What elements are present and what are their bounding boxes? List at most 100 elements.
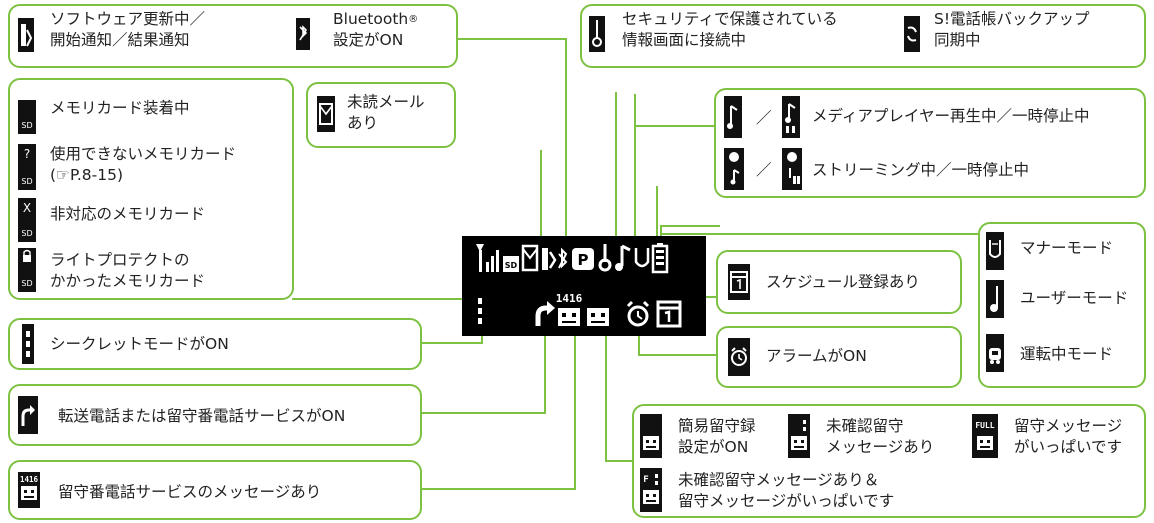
connector-line bbox=[605, 460, 635, 462]
svg-text:1416: 1416 bbox=[556, 292, 583, 305]
antenna-icon bbox=[476, 244, 484, 272]
svg-text:P: P bbox=[578, 251, 589, 269]
callout-forwarding bbox=[8, 384, 422, 446]
lock-key-icon bbox=[589, 16, 605, 52]
memory-card-unusable-label: 使用できないメモリカード (☞P.8-15) bbox=[50, 145, 237, 184]
callout-schedule bbox=[716, 250, 962, 314]
bluetooth-label-b: 設定がON bbox=[333, 31, 404, 49]
security-label: セキュリティで保護されている 情報画面に接続中 bbox=[622, 10, 838, 49]
connector-line bbox=[544, 330, 546, 414]
alarm-status-icon bbox=[626, 300, 650, 327]
simple-answer-icon bbox=[640, 414, 662, 458]
callout-software-bluetooth bbox=[8, 4, 458, 68]
alarm-clock-icon bbox=[728, 338, 750, 376]
svg-text:X: X bbox=[23, 201, 31, 215]
software-update-label: ソフトウェア更新中／ 開始通知／結果通知 bbox=[50, 10, 206, 49]
call-forward-icon bbox=[18, 396, 38, 434]
sd-text: SD bbox=[21, 121, 32, 130]
memory-card-protected-label: ライトプロテクトの かかったメモリカード bbox=[50, 251, 206, 290]
forward-status-icon bbox=[535, 301, 555, 326]
connector-line bbox=[292, 298, 518, 300]
p-status-icon: P bbox=[572, 248, 594, 270]
unconfirmed-msg-label: 未確認留守 メッセージあり bbox=[826, 417, 935, 456]
connector-line bbox=[420, 488, 576, 490]
answering-status-icon bbox=[587, 308, 609, 326]
bluetooth-icon bbox=[296, 18, 310, 50]
connector-line bbox=[660, 233, 980, 235]
connector-line bbox=[456, 38, 566, 40]
bluetooth-registered-mark: ® bbox=[408, 14, 419, 25]
voicemail-status-icon: 1416 bbox=[556, 292, 583, 326]
calendar-status-icon bbox=[656, 300, 682, 328]
svg-text:F: F bbox=[643, 475, 648, 485]
media-player-label: メディアプレイヤー再生中／一時停止中 bbox=[812, 107, 1090, 125]
memory-card-inserted-label: メモリカード装着中 bbox=[50, 99, 190, 117]
streaming-slash: ／ bbox=[756, 161, 772, 179]
callout-secret-mode bbox=[8, 318, 422, 370]
manner-mode-label: マナーモード bbox=[1020, 239, 1114, 257]
software-update-icon bbox=[18, 18, 34, 52]
mail-status-icon bbox=[521, 244, 539, 272]
svg-text:SD: SD bbox=[21, 229, 32, 238]
battery-icon bbox=[651, 243, 669, 274]
connector-line bbox=[605, 330, 607, 462]
streaming-pause-icon bbox=[782, 148, 802, 190]
media-play-icon bbox=[724, 96, 742, 138]
callout-alarm bbox=[716, 326, 962, 388]
streaming-play-icon bbox=[724, 148, 744, 190]
sd-status-icon: SD bbox=[503, 256, 519, 272]
signal-bars-icon bbox=[486, 250, 499, 272]
callout-modes bbox=[978, 222, 1146, 388]
memory-card-protected-icon: SD bbox=[18, 248, 36, 292]
secret-status-icon bbox=[478, 298, 482, 324]
streaming-label: ストリーミング中／一時停止中 bbox=[812, 161, 1030, 179]
connector-line bbox=[481, 330, 483, 344]
connector-line bbox=[420, 412, 546, 414]
status-display: SD P 1416 bbox=[462, 236, 706, 336]
mail-icon bbox=[317, 96, 335, 132]
manner-mode-icon bbox=[986, 232, 1004, 270]
connector-line bbox=[660, 225, 720, 227]
calendar-icon bbox=[728, 264, 750, 300]
connector-line bbox=[638, 330, 640, 356]
connector-line bbox=[656, 186, 658, 250]
music-status-icon bbox=[615, 244, 631, 271]
connector-line bbox=[634, 94, 636, 250]
msg-full-label: 留守メッセージ がいっぱいです bbox=[1014, 417, 1123, 456]
connector-line bbox=[638, 354, 718, 356]
msg-full-icon: FULL bbox=[972, 414, 998, 458]
alarm-label: アラームがON bbox=[766, 347, 867, 365]
connector-line bbox=[420, 342, 483, 344]
memory-card-unsupported-icon: X SD bbox=[18, 198, 36, 242]
memory-card-unsupported-label: 非対応のメモリカード bbox=[50, 205, 206, 223]
driving-mode-label: 運転中モード bbox=[1020, 345, 1114, 363]
connector-line bbox=[634, 125, 716, 127]
software-status-icon bbox=[542, 248, 557, 270]
media-slash: ／ bbox=[756, 109, 772, 127]
manner-status-icon bbox=[634, 248, 650, 268]
svg-text:SD: SD bbox=[505, 261, 518, 270]
lock-status-icon bbox=[598, 244, 612, 272]
user-mode-icon bbox=[986, 280, 1004, 318]
callout-media-streaming bbox=[714, 88, 1146, 198]
simple-answer-label: 簡易留守録 設定がON bbox=[678, 417, 756, 456]
unconfirmed-full-label: 未確認留守メッセージあり＆ 留守メッセージがいっぱいです bbox=[678, 471, 895, 510]
svg-text:SD: SD bbox=[21, 279, 32, 288]
unread-mail-label: 未読メール あり bbox=[347, 93, 425, 132]
callout-answering bbox=[632, 404, 1146, 518]
svg-text:SD: SD bbox=[21, 177, 32, 186]
secret-mode-icon bbox=[22, 324, 34, 364]
schedule-label: スケジュール登録あり bbox=[766, 273, 920, 291]
connector-line bbox=[565, 38, 567, 250]
voicemail-message-icon: 1416 bbox=[18, 472, 40, 508]
svg-text:?: ? bbox=[24, 147, 30, 161]
svg-text:1416: 1416 bbox=[20, 475, 39, 484]
callout-voicemail bbox=[8, 460, 422, 520]
forwarding-label: 転送電話または留守番電話サービスがON bbox=[58, 407, 346, 425]
unconfirmed-full-icon: F bbox=[640, 468, 662, 512]
memory-card-unusable-icon: ? SD bbox=[18, 144, 36, 190]
voicemail-msg-label: 留守番電話サービスのメッセージあり bbox=[58, 483, 322, 501]
backup-sync-icon bbox=[904, 16, 920, 52]
secret-mode-label: シークレットモードがON bbox=[50, 335, 229, 353]
connector-line bbox=[540, 150, 542, 250]
